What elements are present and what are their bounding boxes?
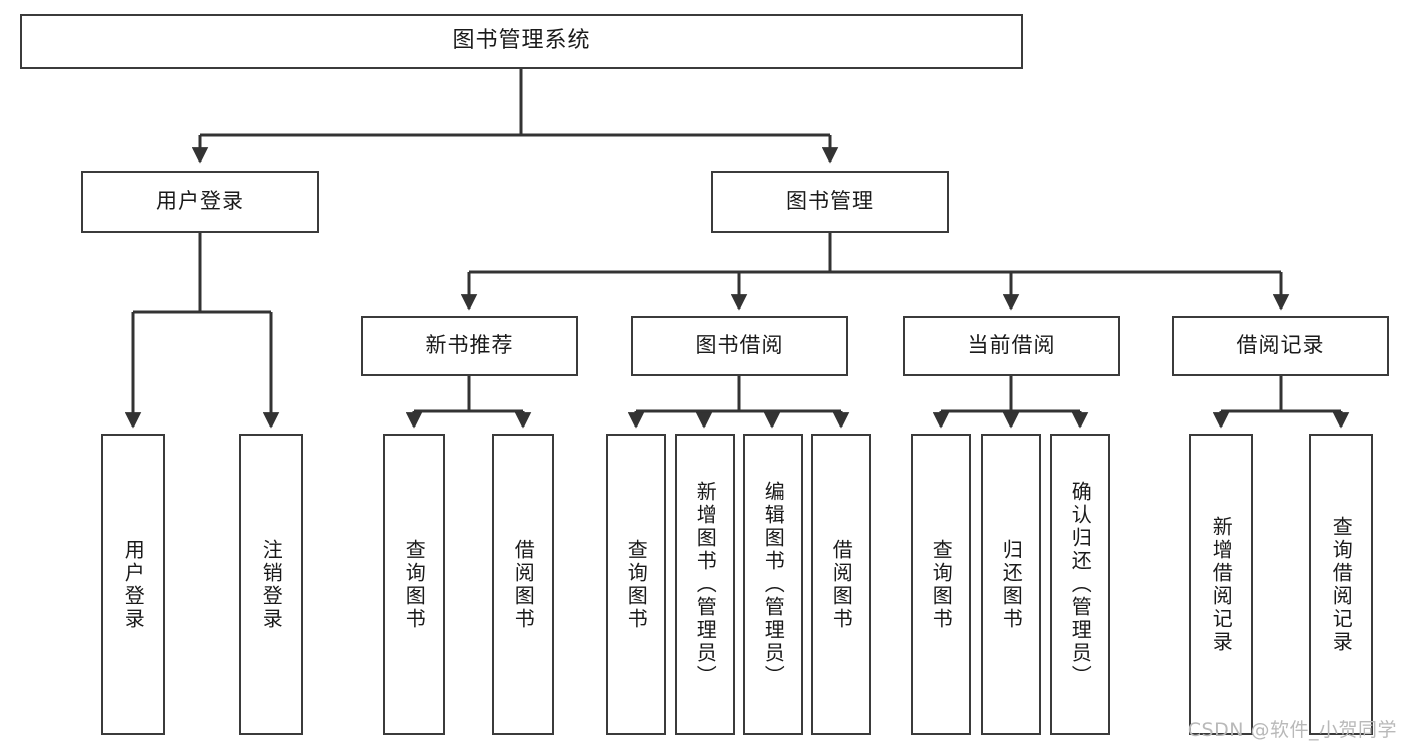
leaf-edit-book[interactable]: 编辑图书（管理员） <box>743 434 803 735</box>
node-new-book-rec-label: 新书推荐 <box>425 333 514 358</box>
csdn-watermark: CSDN @软件_小贺同学 <box>1187 719 1397 741</box>
node-borrow-record-label: 借阅记录 <box>1236 333 1325 358</box>
leaf-user-login[interactable]: 用户登录 <box>101 434 165 735</box>
leaf-add-record-label: 新增借阅记录 <box>1209 515 1234 654</box>
node-book-manage[interactable]: 图书管理 <box>711 171 949 233</box>
node-borrow-record[interactable]: 借阅记录 <box>1172 316 1389 376</box>
leaf-confirm-return-label: 确认归还（管理员） <box>1068 481 1093 688</box>
leaf-query-record[interactable]: 查询借阅记录 <box>1309 434 1373 735</box>
leaf-query-record-label: 查询借阅记录 <box>1329 515 1354 654</box>
leaf-add-book[interactable]: 新增图书（管理员） <box>675 434 735 735</box>
leaf-query-book-1[interactable]: 查询图书 <box>383 434 445 735</box>
leaf-edit-book-label: 编辑图书（管理员） <box>761 481 786 688</box>
leaf-add-book-label: 新增图书（管理员） <box>693 481 718 688</box>
leaf-add-record[interactable]: 新增借阅记录 <box>1189 434 1253 735</box>
leaf-logout-login-label: 注销登录 <box>259 538 284 631</box>
leaf-borrow-book-2-label: 借阅图书 <box>829 538 854 631</box>
leaf-borrow-book-1-label: 借阅图书 <box>511 538 536 631</box>
leaf-logout-login[interactable]: 注销登录 <box>239 434 303 735</box>
leaf-query-book-3[interactable]: 查询图书 <box>911 434 971 735</box>
node-user-login[interactable]: 用户登录 <box>81 171 319 233</box>
leaf-return-book[interactable]: 归还图书 <box>981 434 1041 735</box>
node-current-borrow-label: 当前借阅 <box>967 333 1056 358</box>
node-book-manage-label: 图书管理 <box>786 189 874 214</box>
leaf-query-book-3-label: 查询图书 <box>929 538 954 631</box>
leaf-user-login-label: 用户登录 <box>121 538 146 631</box>
node-root[interactable]: 图书管理系统 <box>20 14 1023 69</box>
leaf-query-book-2-label: 查询图书 <box>624 538 649 631</box>
leaf-return-book-label: 归还图书 <box>999 538 1024 631</box>
node-user-login-label: 用户登录 <box>156 189 244 214</box>
leaf-borrow-book-2[interactable]: 借阅图书 <box>811 434 871 735</box>
leaf-confirm-return[interactable]: 确认归还（管理员） <box>1050 434 1110 735</box>
leaf-borrow-book-1[interactable]: 借阅图书 <box>492 434 554 735</box>
node-new-book-rec[interactable]: 新书推荐 <box>361 316 578 376</box>
leaf-query-book-2[interactable]: 查询图书 <box>606 434 666 735</box>
node-book-borrow[interactable]: 图书借阅 <box>631 316 848 376</box>
node-current-borrow[interactable]: 当前借阅 <box>903 316 1120 376</box>
node-book-borrow-label: 图书借阅 <box>695 333 784 358</box>
node-root-label: 图书管理系统 <box>452 28 591 54</box>
leaf-query-book-1-label: 查询图书 <box>402 538 427 631</box>
